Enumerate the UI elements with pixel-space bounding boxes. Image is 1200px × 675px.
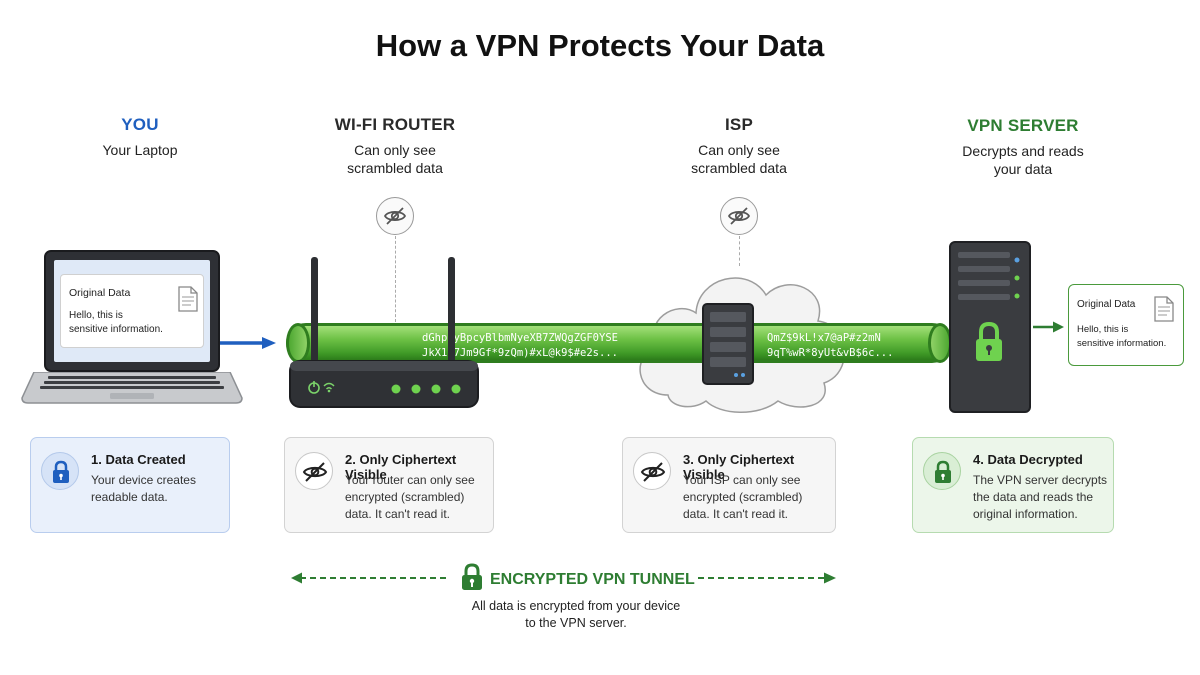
document-icon xyxy=(1154,296,1174,322)
isp-subtitle-line1: Can only see xyxy=(698,142,780,158)
router-heading: WI-FI ROUTER xyxy=(334,115,456,134)
isp-eye-slash-icon xyxy=(720,197,758,235)
step2-title: 2. Only Ciphertext Visible xyxy=(345,452,457,482)
legend-lock-icon xyxy=(462,563,482,590)
step1-line1: Your device creates xyxy=(91,473,196,487)
eye-slash-icon xyxy=(633,452,671,490)
lock-icon xyxy=(923,452,961,490)
column-server: VPN SERVER Decrypts and reads your data xyxy=(928,116,1118,178)
router-dashed-line xyxy=(395,236,396,322)
diagram-title: How a VPN Protects Your Data xyxy=(375,28,825,63)
server-doc-title: Original Data xyxy=(1077,299,1136,310)
tunnel-left-cap xyxy=(286,323,310,363)
router-subtitle-line2: scrambled data xyxy=(347,160,443,176)
legend-left-arrow-icon xyxy=(291,572,448,584)
isp-dashed-line xyxy=(739,236,740,266)
step-card-4: 4. Data Decrypted The VPN server decrypt… xyxy=(912,437,1114,533)
isp-subtitle-line2: scrambled data xyxy=(691,160,787,176)
column-you: YOU Your Laptop xyxy=(60,115,220,159)
step3-title: 3. Only Ciphertext Visible xyxy=(683,452,795,482)
step3-line2: encrypted (scrambled) xyxy=(683,490,803,504)
lock-icon xyxy=(41,452,79,490)
step4-line1: The VPN server decrypts xyxy=(973,473,1108,487)
vpn-server-icon xyxy=(949,241,1031,413)
step4-line3: original information. xyxy=(973,507,1078,521)
legend-title: ENCRYPTED VPN TUNNEL xyxy=(490,571,695,588)
you-heading: YOU xyxy=(121,115,159,134)
column-router: WI-FI ROUTER Can only see scrambled data xyxy=(300,115,490,177)
step2-line2: encrypted (scrambled) xyxy=(345,490,465,504)
step4-line2: the data and reads the xyxy=(973,490,1094,504)
laptop-arrow-right-icon xyxy=(220,337,276,349)
isp-heading: ISP xyxy=(724,115,753,134)
step2-line1: Your router can only see xyxy=(345,473,475,487)
isp-ciphertext-line2: 9qT%wR*8yUt&vB$6c... xyxy=(767,347,894,359)
step4-title: 4. Data Decrypted xyxy=(973,452,1083,467)
isp-server-icon xyxy=(702,303,754,385)
legend-text-line2: to the VPN server. xyxy=(525,616,627,630)
wifi-router-icon xyxy=(289,257,479,408)
step2-line3: data. It can't read it. xyxy=(345,507,451,521)
step-card-3: 3. Only Ciphertext Visible Your ISP can … xyxy=(622,437,836,533)
laptop-doc-line2: sensitive information. xyxy=(69,324,163,335)
server-subtitle-line1: Decrypts and reads xyxy=(962,143,1084,159)
router-subtitle-line1: Can only see xyxy=(354,142,436,158)
server-heading: VPN SERVER xyxy=(967,116,1079,135)
step3-line1: Your ISP can only see xyxy=(683,473,801,487)
legend-right-arrow-icon xyxy=(698,572,836,584)
step1-line2: readable data. xyxy=(91,490,168,504)
column-isp: ISP Can only see scrambled data xyxy=(644,115,834,177)
document-icon xyxy=(178,286,198,312)
step3-line3: data. It can't read it. xyxy=(683,507,789,521)
legend-text-line1: All data is encrypted from your device xyxy=(471,599,681,613)
server-original-data-card: Original Data Hello, this is sensitive in… xyxy=(1068,284,1184,366)
server-subtitle-line2: your data xyxy=(993,161,1053,177)
step1-title: 1. Data Created xyxy=(91,452,186,467)
isp-ciphertext: QmZ$9kL!x7@aP#z2mN 9qT%wR*8yUt&vB$6c... xyxy=(767,331,893,361)
laptop-doc-title: Original Data xyxy=(69,287,131,299)
vpn-tunnel xyxy=(286,323,952,363)
server-arrow-right-icon xyxy=(1033,321,1064,333)
isp-ciphertext-line1: QmZ$9kL!x7@aP#z2mN xyxy=(767,332,881,344)
server-lock-icon xyxy=(976,321,1002,361)
step-card-2: 2. Only Ciphertext Visible Your router c… xyxy=(284,437,494,533)
step-card-1: 1. Data Created Your device creates reada… xyxy=(30,437,230,533)
server-doc-line2: sensitive information. xyxy=(1077,338,1167,349)
router-ciphertext-line2: JkX1k7Jm9Gf*9zQm)#xL@k9$#e2s... xyxy=(422,347,618,359)
laptop-keyboard xyxy=(21,372,243,404)
laptop-doc-line1: Hello, this is xyxy=(69,310,123,321)
router-ciphertext-line1: dGhpcyBpcyBlbmNyeXB7ZWQgZGF0YSE xyxy=(422,332,618,344)
laptop-original-data-card: Original Data Hello, this is sensitive in… xyxy=(60,274,204,348)
laptop-screen: Original Data Hello, this is sensitive in… xyxy=(44,250,220,372)
eye-slash-icon xyxy=(295,452,333,490)
router-eye-slash-icon xyxy=(376,197,414,235)
server-doc-line1: Hello, this is xyxy=(1077,324,1129,335)
router-ciphertext: dGhpcyBpcyBlbmNyeXB7ZWQgZGF0YSE JkX1k7Jm… xyxy=(422,331,618,361)
you-subtitle: Your Laptop xyxy=(102,142,178,158)
